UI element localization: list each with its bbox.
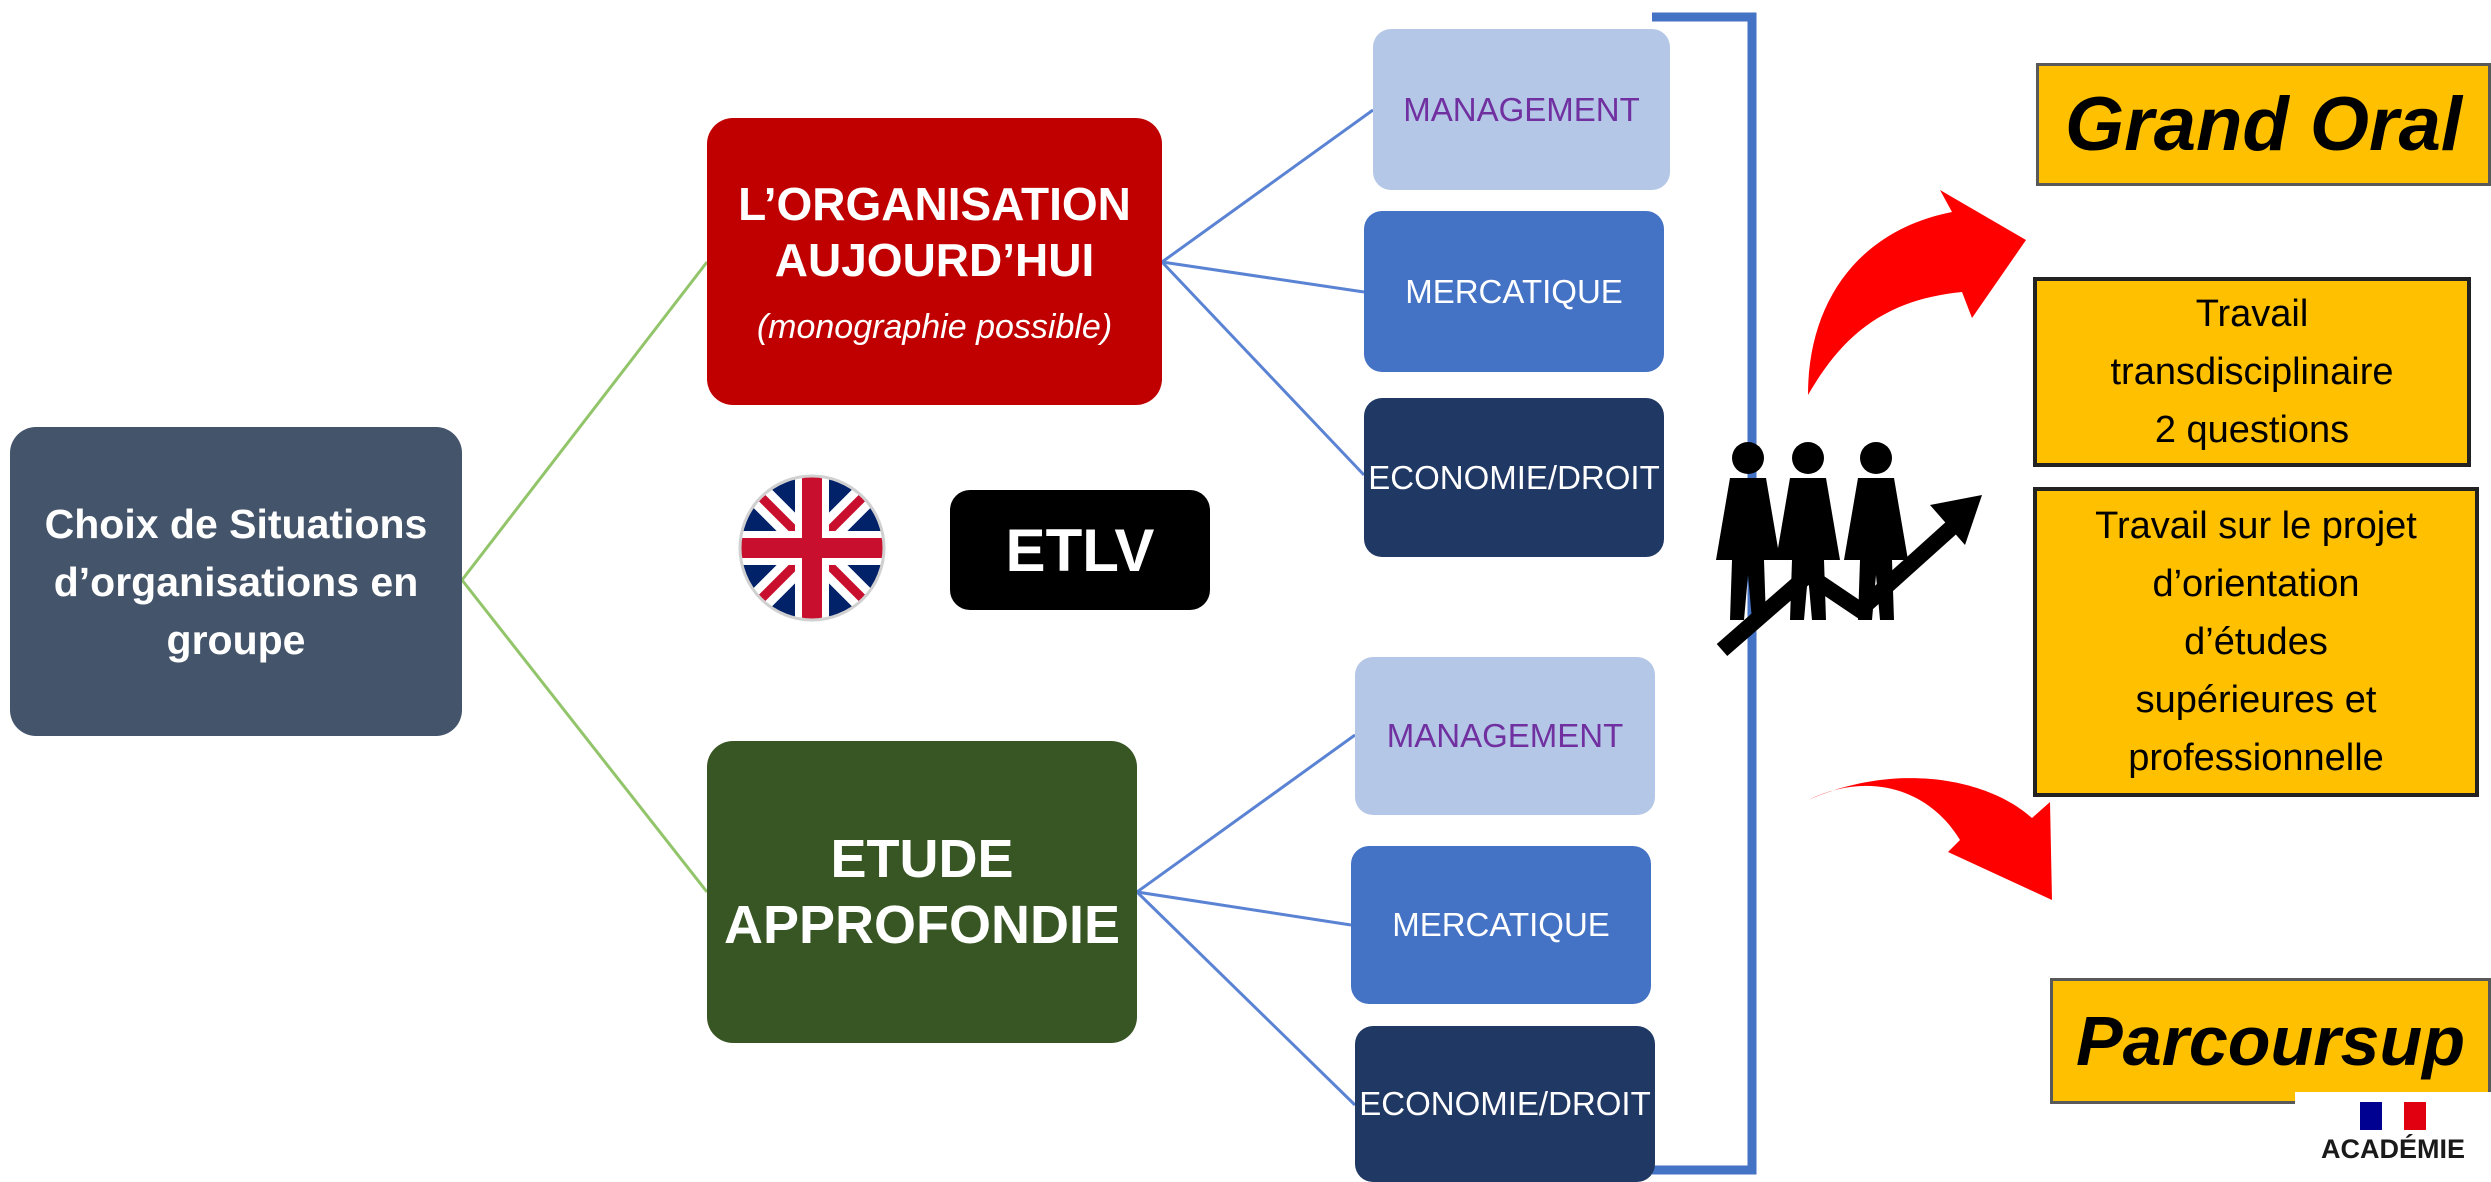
travail2-line-1: Travail sur le projet [2095, 505, 2417, 547]
uk-flag-icon [738, 474, 886, 622]
root-line-1: Choix de Situations [44, 500, 428, 547]
etude-title-line-1: ETUDE [830, 829, 1014, 889]
travail1-line-2: transdisciplinaire [2110, 351, 2394, 393]
academie-logo-text: ACADÉMIE [2320, 1134, 2465, 1164]
parcoursup-box: Parcoursup [2050, 978, 2491, 1104]
grand-oral-box: Grand Oral [2036, 63, 2491, 186]
travail1-line-3: 2 questions [2154, 409, 2350, 451]
green-connectors [460, 261, 709, 893]
travail2-line-5: professionnelle [2128, 737, 2384, 779]
root-node-choix-situations: Choix de Situations d’organisations en g… [10, 427, 462, 736]
travail2-line-4: supérieures et [2135, 679, 2377, 721]
organisation-subtitle: (monographie possible) [756, 308, 1113, 346]
organisation-node: L’ORGANISATION AUJOURD’HUI (monographie … [707, 118, 1162, 405]
root-line-2: d’organisations en [53, 558, 419, 605]
organisation-title-line-1: L’ORGANISATION [738, 178, 1131, 230]
bottom-mercatique-node: MERCATIQUE [1351, 846, 1651, 1004]
travail2-line-3: d’études [2184, 621, 2328, 663]
travail1-line-1: Travail [2195, 293, 2309, 335]
blue-connectors [1135, 108, 1374, 1107]
etude-node: ETUDE APPROFONDIE [707, 741, 1137, 1043]
bottom-economie-droit-node: ECONOMIE/DROIT [1355, 1026, 1655, 1182]
red-arrow-up-icon [1808, 190, 2026, 395]
group-growth-icon [1716, 442, 1982, 657]
bottom-management-node: MANAGEMENT [1355, 657, 1655, 815]
top-economie-droit-node: ECONOMIE/DROIT [1364, 398, 1664, 557]
root-line-3: groupe [166, 616, 306, 663]
organisation-title-line-2: AUJOURD’HUI [774, 234, 1095, 286]
travail2-line-2: d’orientation [2152, 563, 2360, 605]
french-flag-icon [2295, 1102, 2491, 1130]
top-management-node: MANAGEMENT [1373, 29, 1670, 190]
academie-logo: ACADÉMIE [2295, 1092, 2491, 1182]
red-arrow-down-icon [1808, 778, 2052, 900]
travail-projet-box: Travail sur le projet d’orientation d’ét… [2033, 487, 2479, 797]
etude-title-line-2: APPROFONDIE [723, 895, 1121, 955]
etlv-badge: ETLV [950, 490, 1210, 610]
top-mercatique-node: MERCATIQUE [1364, 211, 1664, 372]
travail-transdisciplinaire-box: Travail transdisciplinaire 2 questions [2033, 277, 2471, 467]
